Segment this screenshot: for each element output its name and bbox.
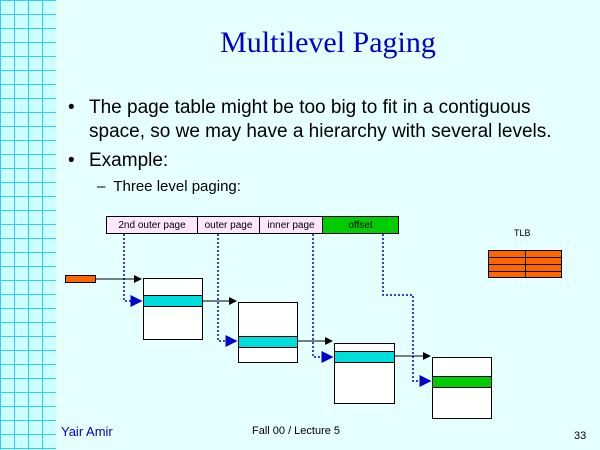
tlb-label: TLB <box>514 228 531 238</box>
index-arrow-inner <box>312 234 334 363</box>
grid-margin <box>0 0 56 450</box>
page-table-entry <box>239 336 297 348</box>
page-table-level-2 <box>238 302 298 363</box>
tlb-column-line <box>525 251 526 277</box>
tlb-box <box>488 250 562 278</box>
page-table-level-1 <box>143 278 203 340</box>
sub-bullet-dash: – <box>97 178 106 195</box>
page-table-entry <box>335 351 394 363</box>
page-table-base-register <box>65 275 96 283</box>
field-offset: offset <box>322 216 399 234</box>
bullet-2-line-1: Example: <box>89 150 169 171</box>
memory-frame <box>432 357 492 419</box>
page-table-entry <box>144 295 202 307</box>
index-arrow-outer <box>217 234 238 347</box>
page-table-level-3 <box>334 343 395 404</box>
index-arrow-offset <box>382 234 432 387</box>
bullet-dot: • <box>68 150 75 171</box>
field-outer-page: outer page <box>197 216 260 234</box>
footer-course: Fall 00 / Lecture 5 <box>252 425 341 437</box>
sub-bullet: –Three level paging: <box>97 178 241 195</box>
sub-bullet-text: Three level paging: <box>113 178 241 195</box>
footer-page-number: 33 <box>574 430 587 442</box>
bullet-1-line-1: The page table might be too big to fit i… <box>89 97 531 118</box>
index-arrow-2nd-outer <box>123 234 143 307</box>
field-inner-page: inner page <box>259 216 323 234</box>
frame-entry <box>433 376 491 388</box>
footer-author: Yair Amir <box>61 424 113 439</box>
slide-title: Multilevel Paging <box>220 26 436 59</box>
bullet-1-line-2: space, so we may have a hierarchy with s… <box>89 121 552 142</box>
bullet-dot: • <box>68 97 75 118</box>
